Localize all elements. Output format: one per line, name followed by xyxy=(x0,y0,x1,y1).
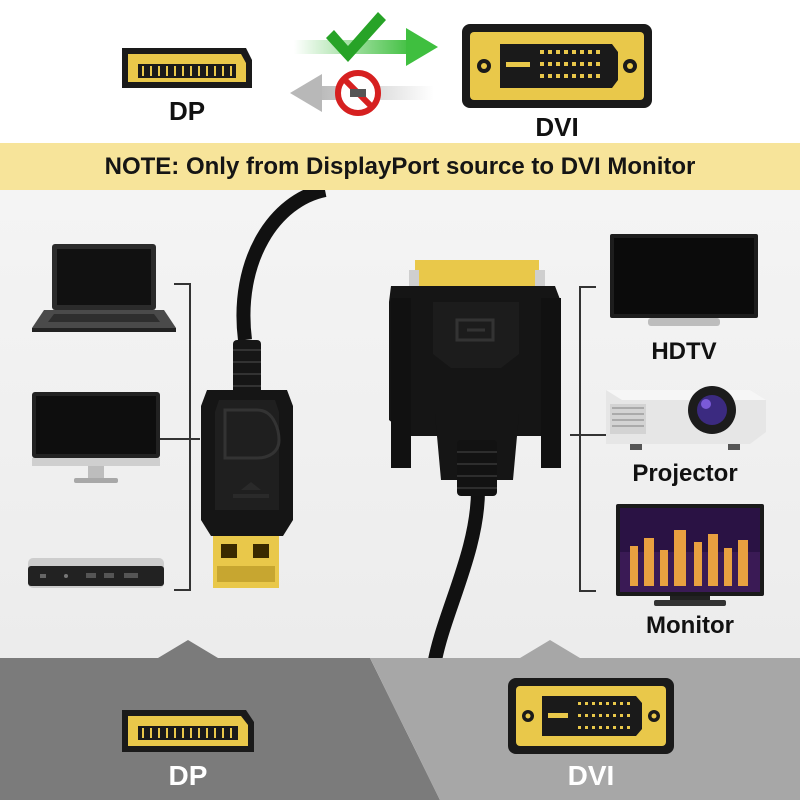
bottom-dp-port-icon xyxy=(122,710,254,752)
desktop-monitor-icon xyxy=(32,392,160,483)
hdtv-icon xyxy=(610,234,758,326)
projector-icon xyxy=(606,386,766,450)
bottom-dvi-label: DVI xyxy=(567,760,615,791)
laptop-icon xyxy=(32,244,176,332)
monitor-icon xyxy=(616,504,764,606)
source-bracket xyxy=(160,283,200,591)
projector-label: Projector xyxy=(632,460,738,487)
display-bracket xyxy=(570,286,610,592)
note-band xyxy=(0,143,800,190)
bottom-dp-label: DP xyxy=(168,760,208,791)
direction-arrows-icon xyxy=(290,12,438,116)
bottom-dvi-port-icon xyxy=(508,678,674,754)
hdtv-label: HDTV xyxy=(651,338,717,365)
dp-to-dvi-cable xyxy=(201,190,561,660)
mini-pc-icon xyxy=(28,558,164,588)
dvi-port-icon xyxy=(462,24,652,108)
note-text: NOTE: Only from DisplayPort source to DV… xyxy=(104,153,696,180)
top-dp-label: DP xyxy=(168,96,206,126)
monitor-label: Monitor xyxy=(646,612,734,639)
dp-port-icon xyxy=(122,48,252,88)
top-dvi-label: DVI xyxy=(535,112,579,142)
